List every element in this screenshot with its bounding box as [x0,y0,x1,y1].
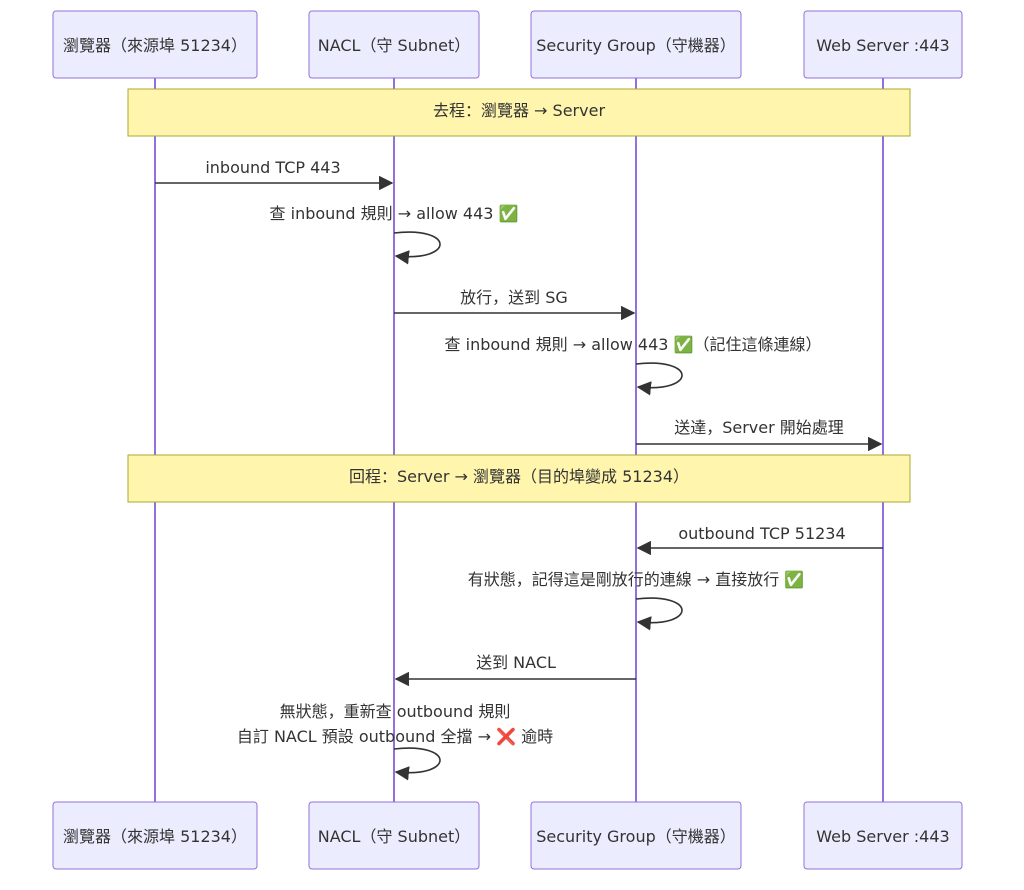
message-send-to-nacl: 送到 NACL [394,653,636,687]
message-label: 放行，送到 SG [460,288,568,307]
actor-bottom-browser: 瀏覽器（來源埠 51234） [52,801,258,870]
actor-bottom-web-server: Web Server :443 [803,801,963,870]
actor-label: Security Group（守機器） [536,827,736,846]
note-label: 回程：Server → 瀏覽器（目的埠變成 51234） [349,467,689,486]
message-label: 送達，Server 開始處理 [674,418,844,437]
actor-label: NACL（守 Subnet） [318,827,471,846]
message-outbound-tcp-51234: outbound TCP 51234 [636,524,883,556]
note-forward-path: 去程：瀏覽器 → Server [127,88,911,137]
actor-top-sg: Security Group（守機器） [530,10,742,79]
actor-top-nacl: NACL（守 Subnet） [308,10,480,79]
message-label: 無狀態，重新查 outbound 規則 [280,702,511,721]
actor-top-browser: 瀏覽器（來源埠 51234） [52,10,258,79]
actor-label: NACL（守 Subnet） [318,36,471,55]
message-nacl-stateless-timeout: 無狀態，重新查 outbound 規則 自訂 NACL 預設 outbound … [237,702,553,781]
message-label: outbound TCP 51234 [678,524,845,543]
actor-label: 瀏覽器（來源埠 51234） [63,827,247,846]
message-label: 查 inbound 規則 → allow 443 ✅ [270,204,519,223]
message-nacl-check-inbound: 查 inbound 規則 → allow 443 ✅ [270,204,519,265]
message-label-line-2: 自訂 NACL 預設 outbound 全擋 → ❌ 逾時 [237,727,553,746]
message-sg-stateful-allow: 有狀態，記得這是剛放行的連線 → 直接放行 ✅ [468,570,805,631]
actor-bottom-sg: Security Group（守機器） [530,801,742,870]
actor-label: Web Server :443 [816,36,949,55]
actor-label: 瀏覽器（來源埠 51234） [63,36,247,55]
message-deliver-to-server: 送達，Server 開始處理 [636,418,883,452]
message-inbound-tcp-443: inbound TCP 443 [155,158,394,191]
message-label: 查 inbound 規則 → allow 443 ✅（記住這條連線） [445,335,822,354]
actor-label: Security Group（守機器） [536,36,736,55]
message-label: inbound TCP 443 [205,158,340,177]
actor-top-web-server: Web Server :443 [803,10,963,79]
actor-label: Web Server :443 [816,827,949,846]
note-return-path: 回程：Server → 瀏覽器（目的埠變成 51234） [127,454,911,503]
message-label: 有狀態，記得這是剛放行的連線 → 直接放行 ✅ [468,570,805,589]
message-sg-check-inbound: 查 inbound 規則 → allow 443 ✅（記住這條連線） [445,335,822,396]
message-label: 送到 NACL [476,653,556,672]
message-pass-to-sg: 放行，送到 SG [394,288,636,321]
actor-bottom-nacl: NACL（守 Subnet） [308,801,480,870]
note-label: 去程：瀏覽器 → Server [433,101,605,120]
